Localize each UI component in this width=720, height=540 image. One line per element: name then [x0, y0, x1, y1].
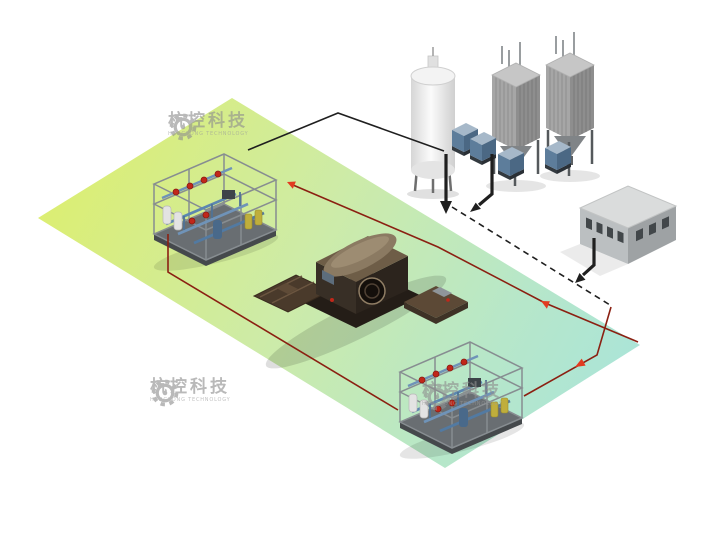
furnace-mouth — [358, 277, 386, 305]
flow-connections — [167, 112, 639, 411]
black-feed-line — [247, 112, 445, 152]
machine-outfeed-table — [404, 286, 468, 324]
control-building — [560, 185, 678, 276]
gas-silo-group — [484, 30, 602, 194]
pump-units — [452, 123, 496, 165]
red-return-line — [287, 181, 639, 343]
silo-feeder-unit — [498, 147, 524, 180]
main-machine — [252, 233, 468, 369]
tank-down-arrow — [440, 154, 452, 214]
storage-tank — [407, 47, 459, 199]
building-down-arrow — [575, 238, 596, 283]
red-supply-line — [167, 234, 399, 411]
building-windows — [586, 216, 669, 244]
red-right-line — [523, 306, 612, 397]
silo-down-arrow — [470, 154, 494, 212]
